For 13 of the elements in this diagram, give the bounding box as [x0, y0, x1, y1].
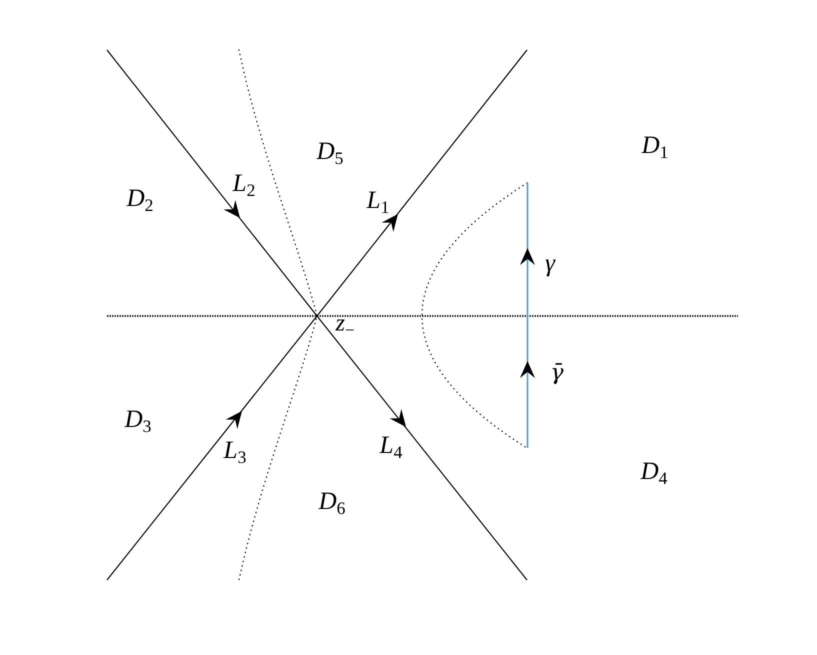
region-label: D$_{3}$ — [124, 404, 152, 436]
contour-label: L$_{4}$ — [380, 430, 402, 462]
contour-label: L$_{3}$ — [224, 436, 246, 468]
region-label: D$_{6}$ — [318, 486, 346, 518]
region-label: D$_{1}$ — [642, 130, 668, 162]
contour-label: L$_{2}$ — [232, 168, 256, 200]
contour-label: L$_{1}$ — [366, 186, 390, 218]
point-label: z$_{−}$ — [336, 309, 354, 340]
region-label: D$_{5}$ — [316, 136, 344, 168]
path-label: γ — [545, 248, 555, 279]
path-label: γ̄ — [549, 360, 565, 388]
region-label: D$_{4}$ — [640, 456, 668, 488]
region-label: D$_{2}$ — [126, 184, 154, 216]
